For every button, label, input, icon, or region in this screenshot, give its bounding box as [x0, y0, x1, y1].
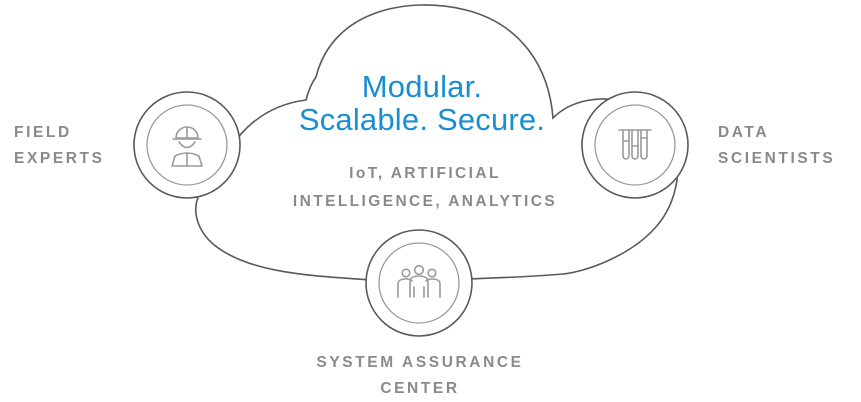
field-experts-label: FIELD EXPERTS [14, 120, 105, 172]
team-group-icon [397, 264, 441, 298]
field-experts-inner-circle [146, 104, 228, 186]
field-experts-label-line-2: EXPERTS [14, 150, 105, 167]
field-experts-label-line-1: FIELD [14, 124, 72, 141]
capabilities-text: IoT, ARTIFICIAL INTELLIGENCE, ANALYTICS [240, 160, 610, 216]
headline-line-1: Modular. [361, 69, 483, 104]
headline-line-2: Scalable. Secure. [298, 102, 546, 137]
data-scientists-label: DATA SCIENTISTS [718, 120, 835, 172]
data-scientists-node [581, 91, 689, 199]
data-scientists-inner-circle [594, 104, 676, 186]
field-experts-node [133, 91, 241, 199]
system-assurance-inner-circle [378, 242, 460, 324]
field-worker-hardhat-icon [171, 126, 203, 167]
system-assurance-label-line-2: CENTER [380, 380, 460, 397]
system-assurance-center-node [365, 229, 473, 337]
data-scientists-label-line-1: DATA [718, 124, 770, 141]
system-assurance-center-label: SYSTEM ASSURANCE CENTER [260, 350, 580, 402]
capabilities-line-1: IoT, ARTIFICIAL [349, 165, 501, 182]
capabilities-line-2: INTELLIGENCE, ANALYTICS [292, 193, 558, 210]
headline: Modular. Scalable. Secure. [262, 70, 582, 136]
data-scientists-label-line-2: SCIENTISTS [718, 150, 836, 167]
system-assurance-label-line-1: SYSTEM ASSURANCE [316, 354, 524, 371]
test-tubes-icon [618, 129, 652, 160]
